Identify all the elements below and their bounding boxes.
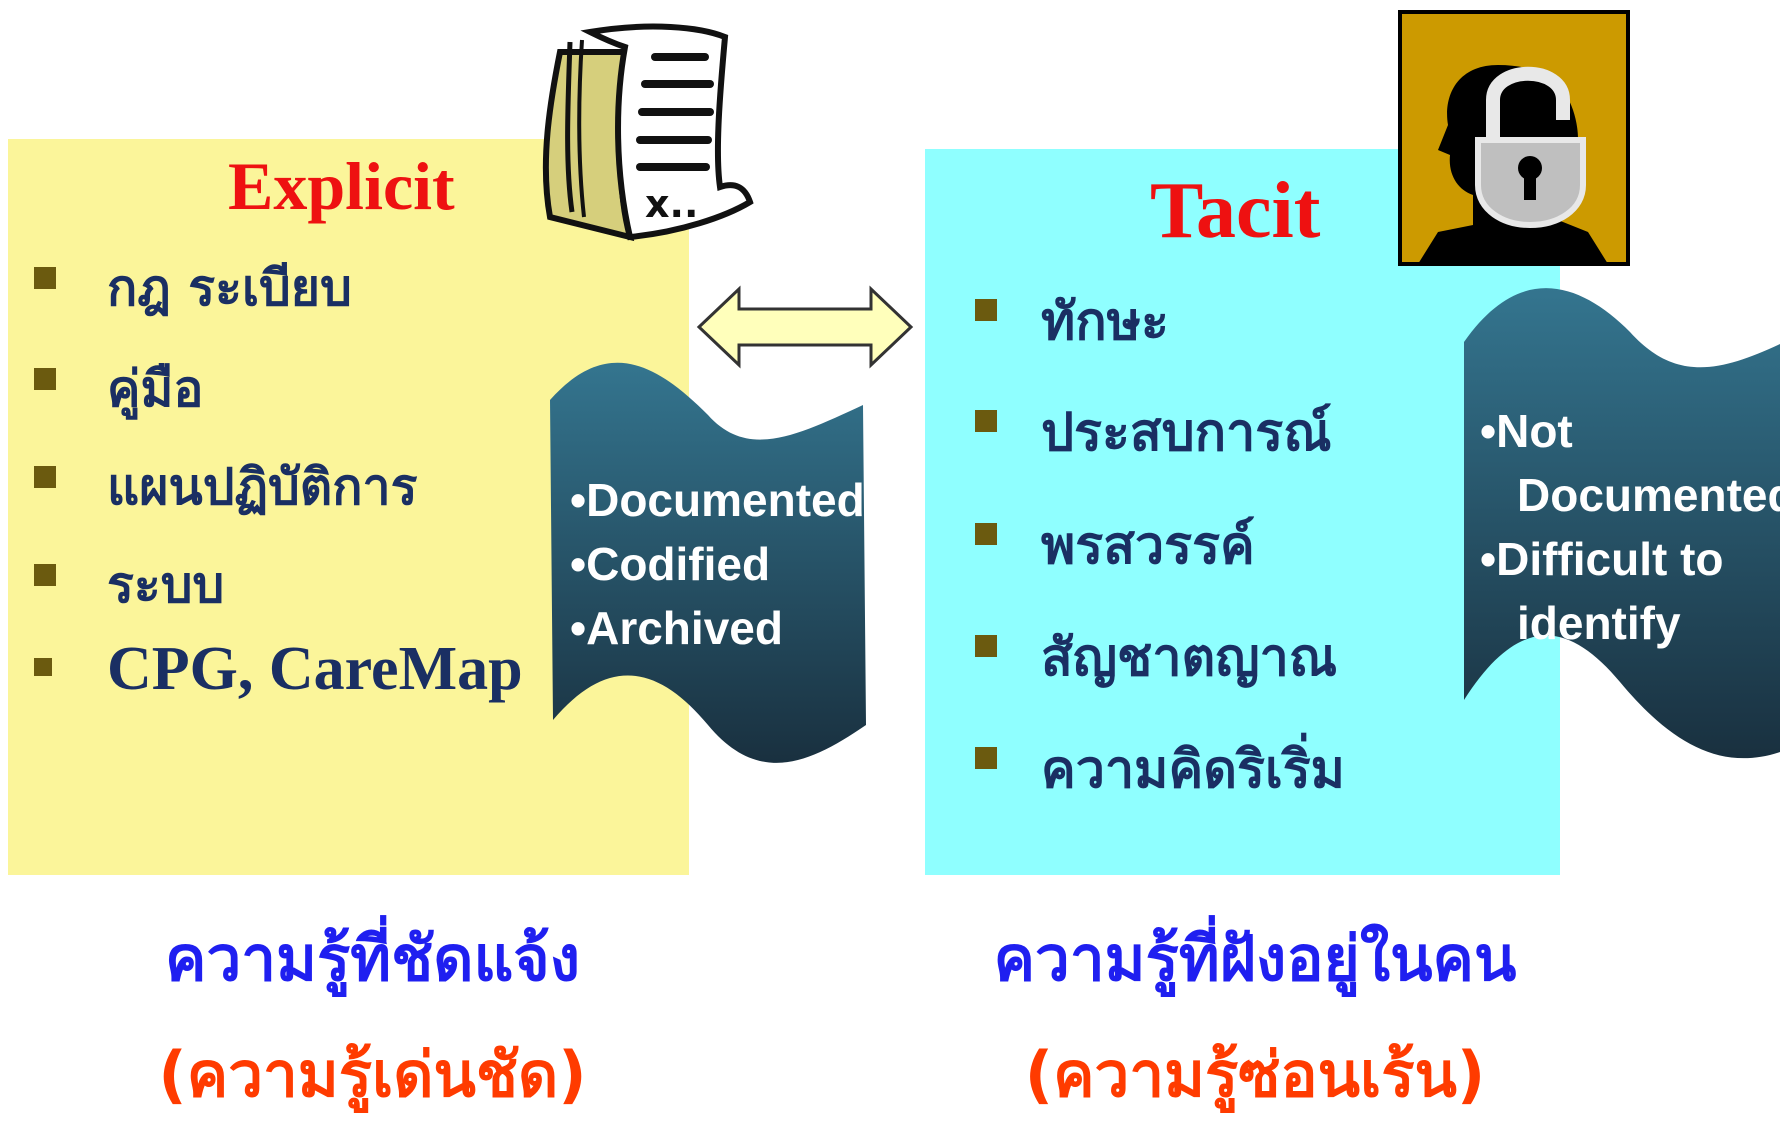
square-bullet-icon [975, 299, 997, 321]
document-scroll-icon: x.. [542, 23, 754, 242]
square-bullet-icon [975, 747, 997, 769]
tacit-caption: ความรู้ที่ฝังอยู่ในคน [993, 922, 1517, 995]
square-bullet-icon [975, 523, 997, 545]
square-bullet-icon [975, 410, 997, 432]
square-bullet-icon [975, 635, 997, 657]
square-bullet-icon [34, 267, 56, 289]
tacit-title: Tacit [1150, 167, 1321, 255]
square-bullet-icon [34, 658, 52, 676]
square-bullet-icon [34, 368, 56, 390]
explicit-title: Explicit [228, 148, 455, 224]
tacit-panel: Tacit ทักษะ ประสบการณ์ พรสวรรค์ สัญชาตญา… [925, 149, 1560, 875]
explicit-subcaption: (ความรู้เด่นชัด) [158, 1038, 587, 1111]
explicit-caption: ความรู้ที่ชัดแจ้ง [164, 922, 581, 995]
svg-text:x..: x.. [645, 182, 698, 226]
double-arrow-icon [696, 285, 914, 369]
explicit-wave-banner [550, 362, 866, 763]
head-padlock-icon [1398, 10, 1630, 266]
tacit-wave-banner [1464, 288, 1780, 759]
square-bullet-icon [34, 466, 56, 488]
square-bullet-icon [34, 564, 56, 586]
tacit-subcaption: (ความรู้ซ่อนเร้น) [1024, 1038, 1486, 1111]
